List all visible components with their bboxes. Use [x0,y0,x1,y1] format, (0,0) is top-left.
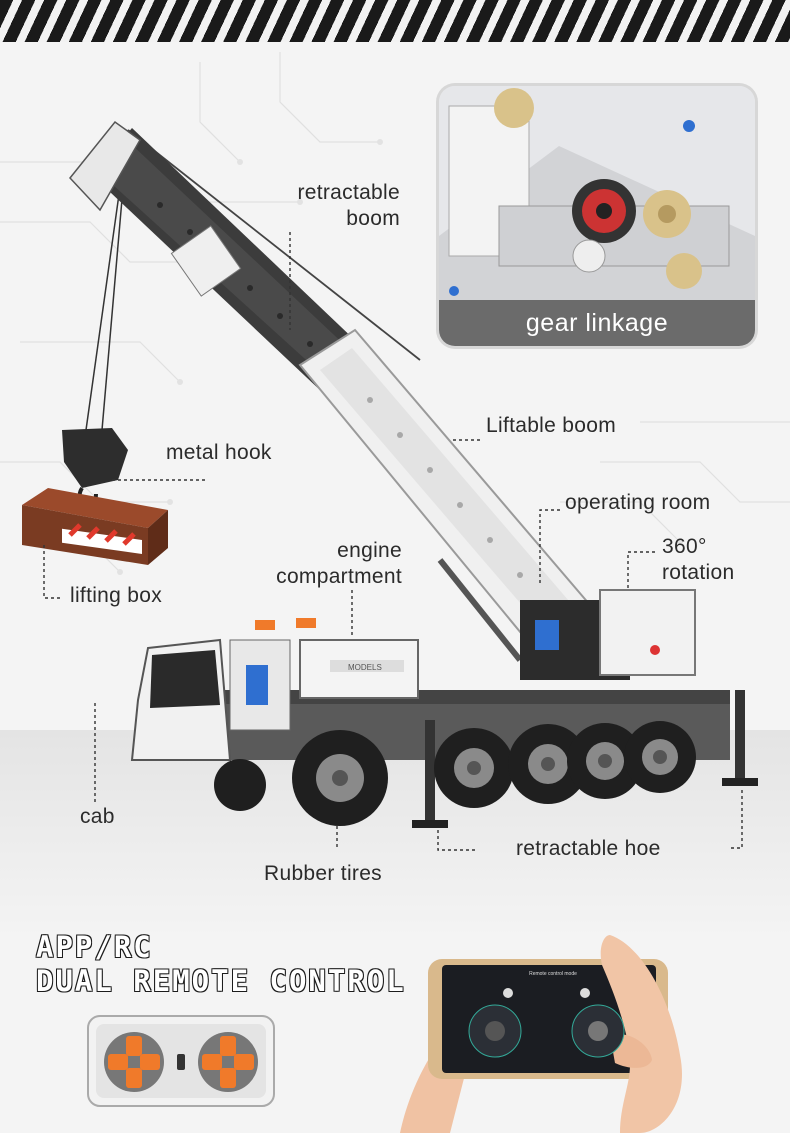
right-dpad [198,1032,258,1092]
crane-illustration: MODELS [22,120,758,851]
smartphone-icon [400,935,682,1133]
label-lifting-box: lifting box [70,584,163,607]
headline-line1: APP/RC [35,929,153,965]
label-rotation-line1: 360° [662,535,707,558]
truck-logo: MODELS [348,663,382,672]
label-retractable-boom-line2: boom [346,207,400,230]
label-rotation: 360° rotation [662,534,734,586]
label-engine-compartment: engine compartment [250,538,402,590]
label-engine-line2: compartment [276,565,402,588]
label-retractable-boom-line1: retractable [297,181,400,204]
inset-caption: gear linkage [439,300,755,346]
label-rubber-tires: Rubber tires [264,862,382,885]
label-liftable-boom: Liftable boom [486,414,616,437]
label-retractable-hoe: retractable hoe [516,837,661,860]
gear-icon [439,86,755,300]
label-operating-room: operating room [565,491,711,514]
top-stripe-bar [0,0,790,42]
phone-screen-title: Remote control mode [529,971,577,977]
left-dpad [104,1032,164,1092]
lifting-crate [22,488,168,565]
label-retractable-boom: retractable boom [264,180,400,232]
label-metal-hook: metal hook [166,441,272,464]
headline-line2: DUAL REMOTE CONTROL [35,963,406,999]
label-rotation-line2: rotation [662,561,735,584]
label-engine-line1: engine [337,539,402,562]
remote-control-icon [87,1015,275,1107]
gear-linkage-inset: gear linkage [439,86,755,346]
rubber-tires [214,721,696,826]
label-cab: cab [80,805,115,828]
joystick-icon [468,1004,625,1058]
